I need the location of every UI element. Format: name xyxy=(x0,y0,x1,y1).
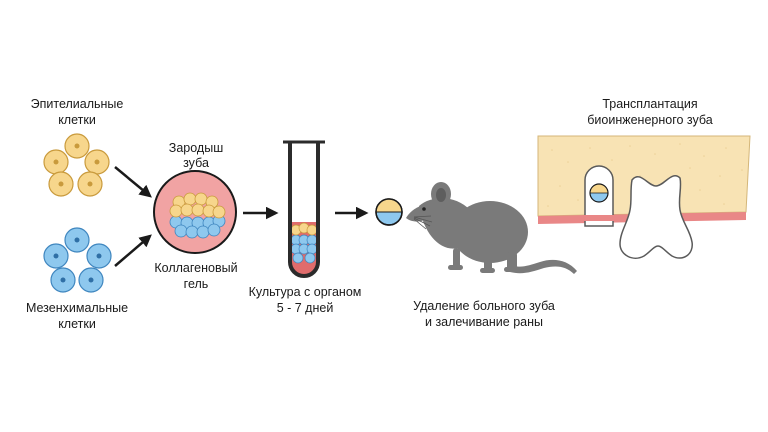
svg-text:Культура с органом: Культура с органом xyxy=(249,285,362,299)
svg-text:Мезенхимальные: Мезенхимальные xyxy=(26,301,128,315)
epithelial-cells-label: Эпителиальные клетки xyxy=(31,97,124,127)
collagen-gel-label: Коллагеновый гель xyxy=(154,261,237,291)
tooth-removal-label: Удаление больного зуба и залечивание ран… xyxy=(413,299,555,329)
tooth-germ-label: Зародыш зуба xyxy=(169,141,223,170)
svg-text:Коллагеновый: Коллагеновый xyxy=(154,261,237,275)
tooth-icon xyxy=(619,175,693,259)
arrow-mesenchymal-to-germ xyxy=(114,234,152,267)
culture-label: Культура с органом 5 - 7 дней xyxy=(249,285,362,315)
transplantation-label: Трансплантация биоинженерного зуба xyxy=(587,97,713,127)
implanted-germ-icon xyxy=(589,183,609,203)
mouse-details xyxy=(413,188,446,230)
svg-text:Зародыш: Зародыш xyxy=(169,141,223,155)
svg-text:5 - 7 дней: 5 - 7 дней xyxy=(277,301,334,315)
epithelial-cells-icon xyxy=(43,133,110,197)
svg-text:гель: гель xyxy=(184,277,209,291)
svg-text:зуба: зуба xyxy=(183,156,209,170)
svg-text:Эпителиальные: Эпителиальные xyxy=(31,97,124,111)
svg-text:клетки: клетки xyxy=(58,317,96,331)
svg-text:биоинженерного зуба: биоинженерного зуба xyxy=(587,113,713,127)
svg-text:и залечивание раны: и залечивание раны xyxy=(425,315,543,329)
svg-text:Удаление больного зуба: Удаление больного зуба xyxy=(413,299,555,313)
svg-text:Трансплантация: Трансплантация xyxy=(602,97,697,111)
arrow-epithelial-to-germ xyxy=(114,166,152,198)
jaw-icon xyxy=(537,135,751,227)
svg-text:клетки: клетки xyxy=(58,113,96,127)
mouse-icon xyxy=(406,182,577,274)
cultured-organ-icon xyxy=(375,198,403,226)
mesenchymal-cells-label: Мезенхимальные клетки xyxy=(26,301,128,331)
tooth-germ-icon xyxy=(153,170,237,254)
test-tube-icon xyxy=(283,140,325,278)
mesenchymal-cells-icon xyxy=(43,227,112,293)
